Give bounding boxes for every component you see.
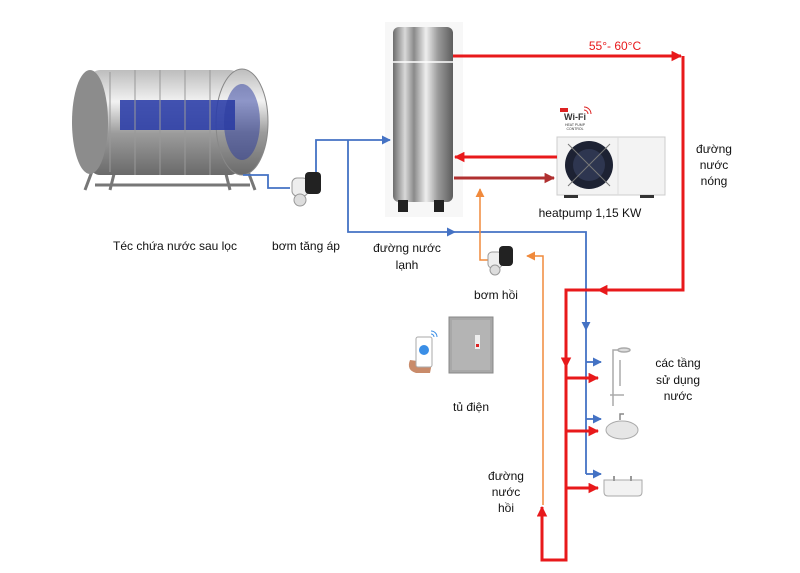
wifi-logo: Wi-Fi HEAT PUMP CONTROL [560, 106, 592, 131]
hot-water-pipes [453, 50, 685, 562]
bathtub-icon [603, 476, 643, 497]
usage-label-2: sử dụng [656, 373, 700, 387]
return-line-label-3: hồi [498, 501, 514, 515]
control-box-label: tủ điện [453, 400, 489, 414]
hot-water-boiler-image [385, 22, 463, 217]
cold-water-pipes [243, 135, 602, 479]
return-line-label-1: đường [488, 469, 524, 483]
heatpump-label: heatpump 1,15 KW [539, 206, 642, 220]
return-pump-image [487, 246, 513, 276]
cold-line-label-1: đường nước [373, 241, 441, 255]
hot-line-label-1: đường [696, 142, 732, 156]
return-line-label-2: nước [492, 485, 521, 499]
booster-pump-image [291, 172, 321, 207]
smartphone-icon [408, 330, 438, 373]
sink-icon [605, 413, 639, 440]
booster-pump-label: bơm tăng áp [272, 239, 340, 253]
hot-line-label-3: nóng [701, 174, 728, 188]
control-box-image [448, 316, 494, 374]
svg-text:Wi-Fi: Wi-Fi [564, 112, 586, 122]
usage-label-3: nước [664, 389, 693, 403]
return-pump-label: bơm hồi [474, 288, 518, 302]
storage-tank-label: Téc chứa nước sau lọc [113, 239, 237, 253]
storage-tank-image [72, 68, 269, 191]
temperature-label: 55°- 60°C [589, 39, 642, 53]
shower-icon [610, 347, 631, 406]
svg-text:CONTROL: CONTROL [566, 127, 583, 131]
hot-line-label-2: nước [700, 158, 729, 172]
svg-text:HEAT PUMP: HEAT PUMP [565, 123, 586, 127]
cold-line-label-2: lạnh [396, 258, 419, 272]
heatpump-image [556, 136, 666, 198]
usage-label-1: các tầng [655, 356, 700, 370]
